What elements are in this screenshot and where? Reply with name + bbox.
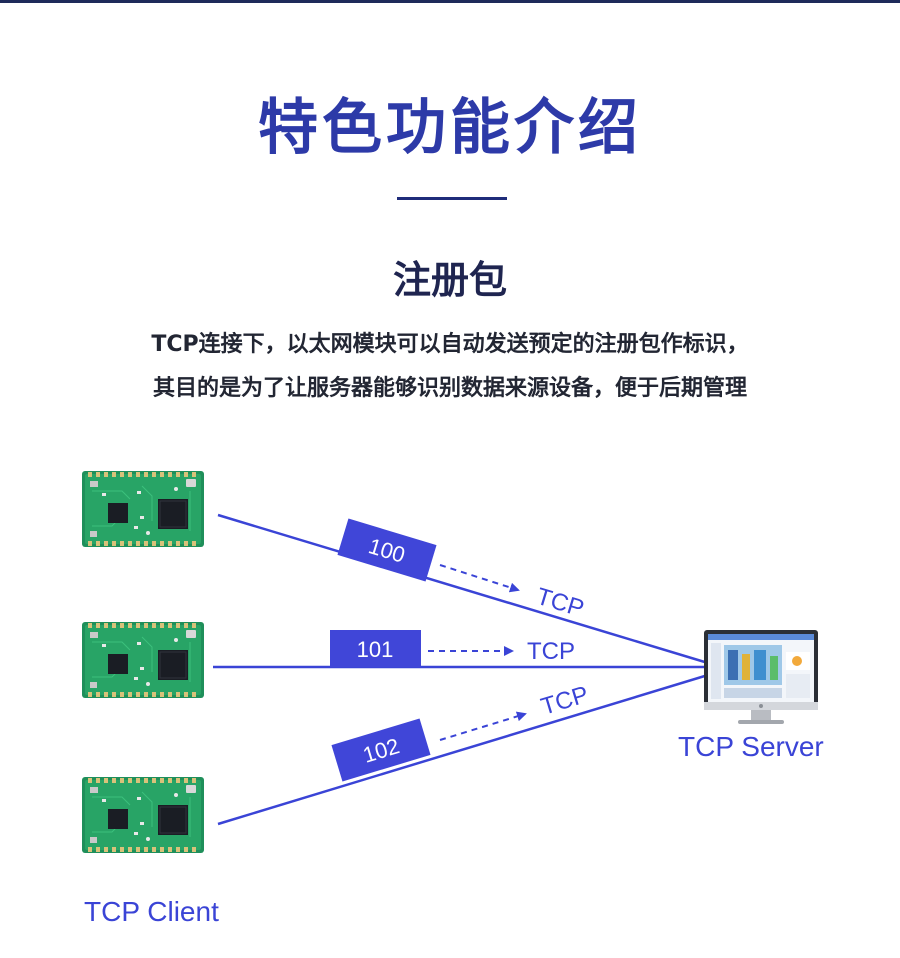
tcp-server-label: TCP Server [678,731,824,762]
packet-100: 100 [337,518,437,582]
packet-101: 101 [330,630,421,667]
packet-100-arrow [439,564,520,593]
top-rule [0,0,900,3]
packet-102-protocol: TCP [538,681,592,721]
connection-line-3 [217,673,709,826]
tcp-client-label: TCP Client [84,896,219,927]
packet-102: 102 [331,718,431,782]
packet-101-protocol: TCP [527,638,575,665]
client-board-1 [81,470,205,548]
title-underline [397,197,507,200]
client-board-2 [81,621,205,699]
connection-line-1 [217,513,709,665]
description-line-1: TCP连接下，以太网模块可以自动发送预定的注册包作标识， [151,332,749,357]
packet-102-arrow [439,711,527,741]
client-board-3 [81,776,205,854]
packet-101-id: 101 [357,637,394,662]
page-title: 特色功能介绍 [258,93,642,163]
section-subtitle: 注册包 [392,258,507,302]
description-line-2: 其目的是为了让服务器能够识别数据来源设备，便于后期管理 [152,376,747,401]
server-monitor-icon [704,630,818,724]
packet-100-protocol: TCP [533,583,587,623]
